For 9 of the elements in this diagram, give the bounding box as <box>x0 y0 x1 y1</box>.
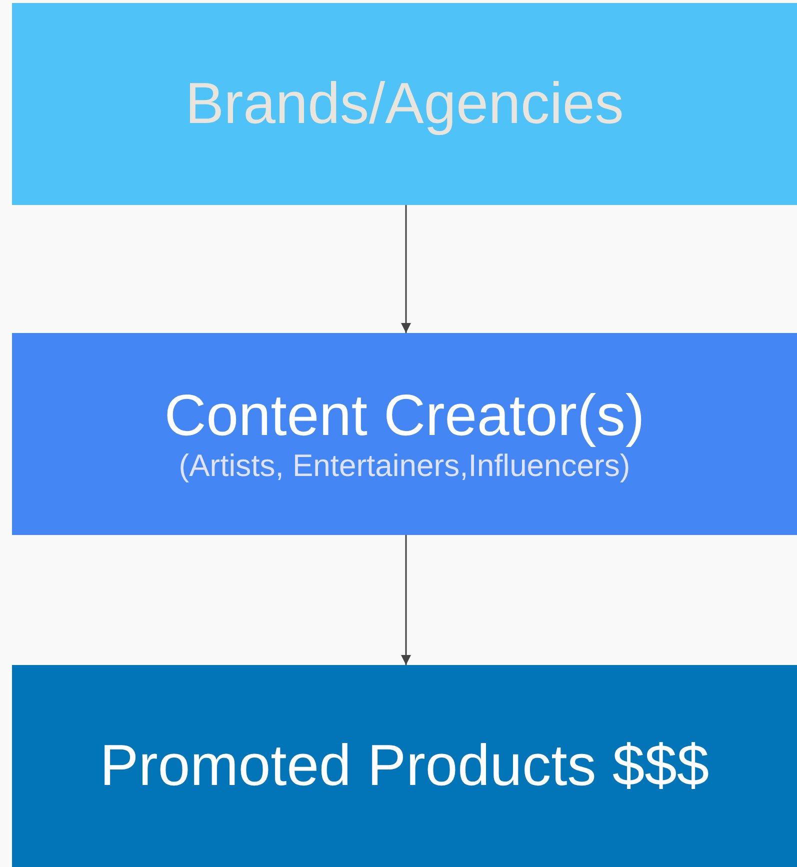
process-box <box>12 333 797 535</box>
box-title: Content Creator(s) <box>164 384 645 448</box>
arrow <box>401 205 411 333</box>
process-box <box>12 3 797 205</box>
process-box <box>12 665 797 867</box>
box-subtitle: (Artists, Entertainers,Influencers) <box>178 447 630 484</box>
box-title: Brands/Agencies <box>185 72 624 136</box>
arrow <box>401 535 411 665</box>
box-title: Promoted Products $$$ <box>100 734 710 798</box>
